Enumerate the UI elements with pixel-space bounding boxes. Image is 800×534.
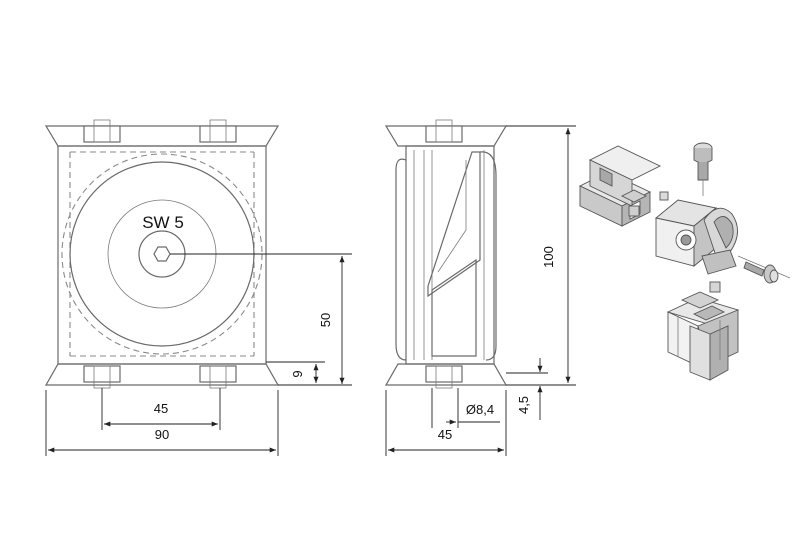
front-bottom-flange: [44, 363, 280, 386]
hex-socket-icon: [153, 246, 171, 262]
dim-45-front-label: 45: [154, 401, 168, 416]
front-body: [57, 145, 267, 365]
profile-top-left: [578, 145, 669, 227]
front-view: SW 5 50 9 45 90: [44, 119, 352, 456]
wrench-size-label: SW 5: [142, 213, 184, 232]
front-bolt-top-right: [199, 125, 237, 143]
dim-90-label: 90: [155, 427, 169, 442]
dim-hole-label: Ø8,4: [466, 402, 494, 417]
connector-block: [654, 199, 738, 275]
front-bolt-top-left: [83, 125, 121, 143]
dim-45-side-label: 45: [438, 427, 452, 442]
front-top-flange: [44, 125, 280, 147]
front-bolt-bottom-right: [199, 365, 237, 383]
side-body: [405, 145, 495, 365]
dim-100-label: 100: [541, 246, 556, 268]
front-bolt-bottom-left: [83, 365, 121, 383]
profile-bottom: [666, 291, 740, 381]
screw-top-icon: [693, 142, 713, 196]
dim-9-label: 9: [290, 370, 305, 377]
side-view: 100 4,5 Ø8,4 45: [384, 119, 576, 456]
screw-side-icon: [737, 255, 791, 284]
dim-4-5-label: 4,5: [516, 396, 531, 414]
isometric-assembly-view: [578, 142, 791, 381]
dim-50-label: 50: [318, 313, 333, 327]
